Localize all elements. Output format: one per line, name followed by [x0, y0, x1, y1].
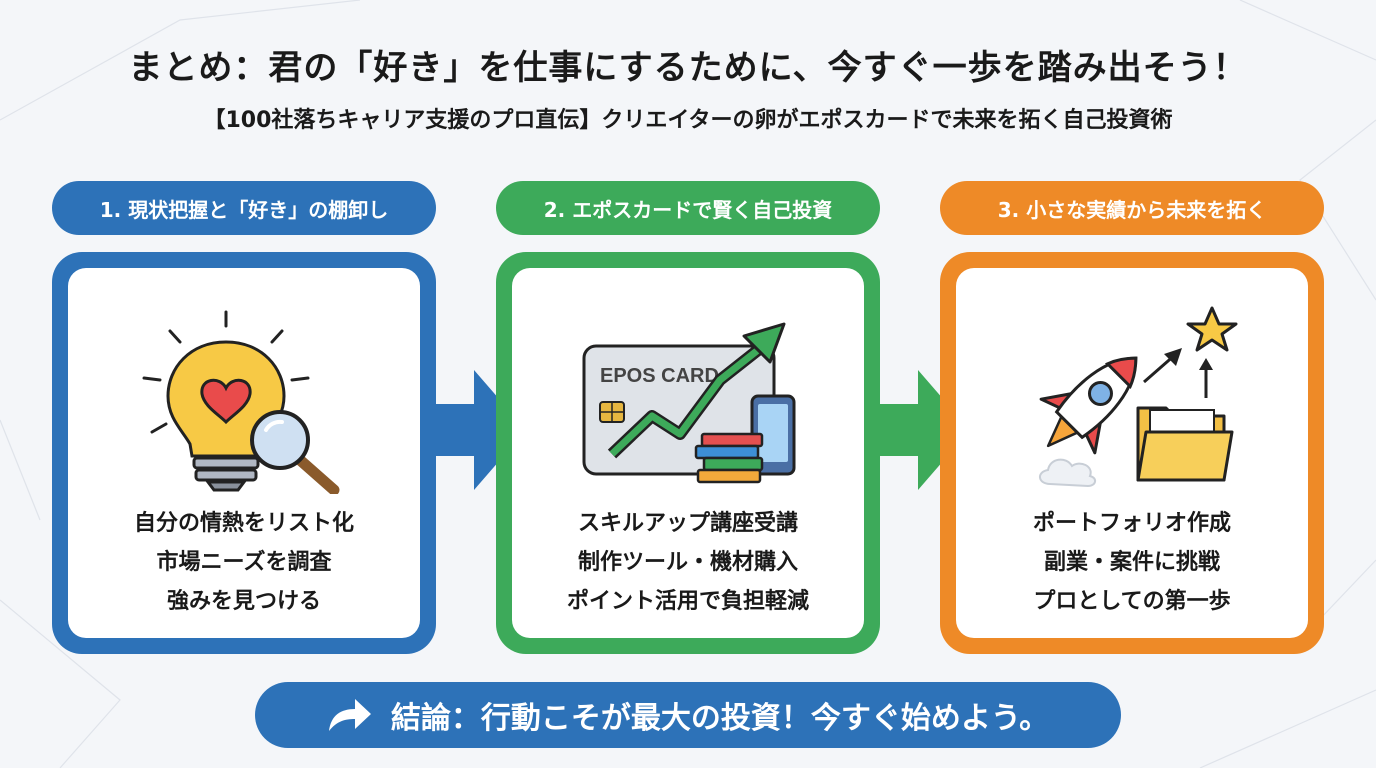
list-item: 自分の情熱をリスト化	[133, 511, 354, 536]
step-2-items: スキルアップ講座受講 制作ツール・機材購入 ポイント活用で負担軽減	[512, 504, 864, 621]
list-item: 制作ツール・機材購入	[577, 550, 798, 575]
list-item: 市場ニーズを調査	[156, 550, 332, 575]
card-growth-books-tablet-icon: EPOS CARD	[582, 322, 796, 484]
step-2-label: 2. エポスカードで賢く自己投資	[496, 181, 880, 235]
list-item: ポイント活用で負担軽減	[566, 589, 809, 614]
step-3-label: 3. 小さな実績から未来を拓く	[940, 181, 1324, 235]
lightbulb-heart-magnifier-icon	[142, 310, 340, 494]
arrow-right-icon	[434, 370, 526, 490]
share-arrow-icon	[328, 699, 371, 731]
list-item: ポートフォリオ作成	[1032, 511, 1231, 536]
rocket-star-folder-icon	[1039, 306, 1238, 488]
conclusion-banner: 結論：行動こそが最大の投資！今すぐ始めよう。	[255, 682, 1121, 748]
step-1-card: 自分の情熱をリスト化 市場ニーズを調査 強みを見つける	[52, 252, 436, 654]
list-item: 副業・案件に挑戦	[1043, 550, 1220, 575]
arrow-right-icon	[878, 370, 970, 490]
step-1-label: 1. 現状把握と「好き」の棚卸し	[52, 181, 436, 235]
list-item: 強みを見つける	[166, 589, 321, 614]
list-item: プロとしての第一歩	[1033, 589, 1231, 614]
step-2-card: EPOS CARD スキルアップ講座受講 制作ツール・機材購入 ポイント活用で負…	[496, 252, 880, 654]
list-item: スキルアップ講座受講	[577, 511, 798, 536]
page-title: まとめ：君の「好き」を仕事にするために、今すぐ一歩を踏み出そう！	[128, 48, 1248, 88]
card-logo-text: EPOS CARD	[600, 365, 719, 387]
conclusion-text: 結論：行動こそが最大の投資！今すぐ始めよう。	[390, 701, 1050, 736]
page-subtitle: 【100社落ちキャリア支援のプロ直伝】クリエイターの卵がエポスカードで未来を拓く…	[203, 108, 1173, 133]
step-1-items: 自分の情熱をリスト化 市場ニーズを調査 強みを見つける	[68, 504, 420, 621]
step-3-card: ポートフォリオ作成 副業・案件に挑戦 プロとしての第一歩	[940, 252, 1324, 654]
step-3-items: ポートフォリオ作成 副業・案件に挑戦 プロとしての第一歩	[956, 504, 1308, 621]
